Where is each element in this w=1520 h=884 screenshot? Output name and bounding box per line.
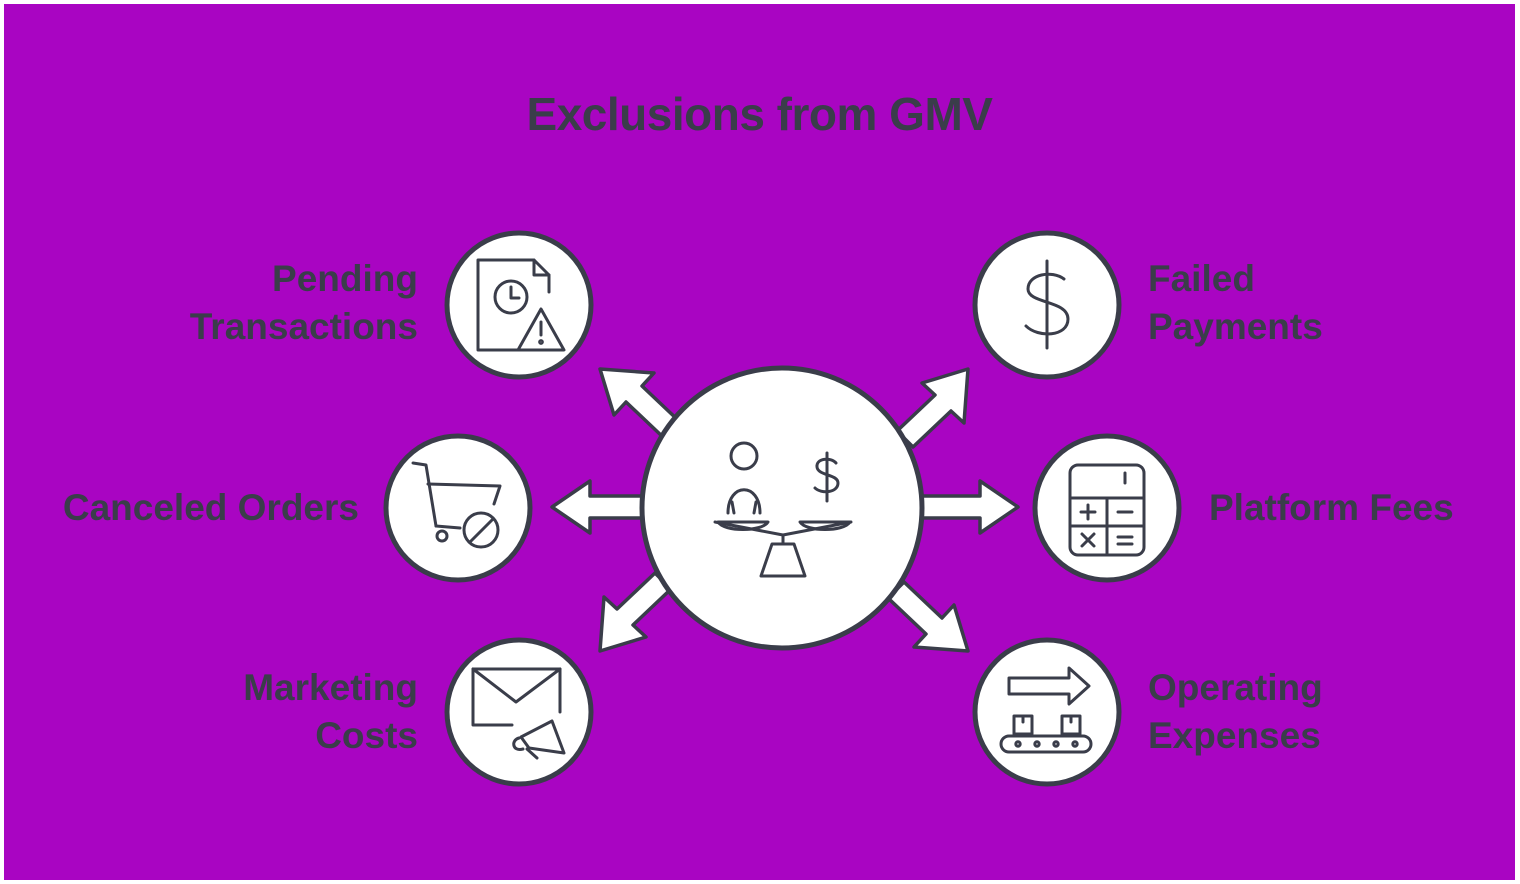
cart-canceled-icon bbox=[411, 461, 502, 549]
diagram-canvas: Exclusions from GMV Pending Transactions… bbox=[4, 4, 1515, 880]
label-failed: Failed Payments bbox=[1148, 255, 1323, 351]
label-pending-line-1: Pending bbox=[272, 258, 418, 299]
label-platform: Platform Fees bbox=[1209, 484, 1454, 532]
label-canceled-line-1: Canceled Orders bbox=[62, 487, 359, 528]
center-circle bbox=[639, 365, 925, 651]
circle-canceled bbox=[383, 433, 533, 583]
circle-marketing bbox=[444, 637, 594, 787]
envelope-megaphone-icon bbox=[471, 667, 566, 760]
label-operating-line-2: Expenses bbox=[1148, 715, 1321, 756]
label-marketing-line-1: Marketing bbox=[243, 667, 418, 708]
label-pending: Pending Transactions bbox=[190, 255, 418, 351]
circle-pending bbox=[444, 230, 594, 380]
circle-operating bbox=[972, 637, 1122, 787]
diagram-graphic bbox=[4, 4, 1515, 880]
label-pending-line-2: Transactions bbox=[189, 306, 418, 347]
diagram-title: Exclusions from GMV bbox=[526, 88, 993, 140]
label-operating: Operating Expenses bbox=[1148, 664, 1323, 760]
label-marketing: Marketing Costs bbox=[243, 664, 418, 760]
label-marketing-line-2: Costs bbox=[315, 715, 418, 756]
dollar-sign-icon bbox=[1024, 259, 1070, 350]
label-platform-line-1: Platform Fees bbox=[1209, 487, 1454, 528]
calculator-icon bbox=[1068, 463, 1146, 557]
conveyor-arrow-icon bbox=[999, 666, 1093, 754]
label-canceled: Canceled Orders bbox=[63, 484, 359, 532]
balance-scale-person-dollar-icon bbox=[713, 441, 853, 578]
label-failed-line-2: Payments bbox=[1148, 306, 1323, 347]
label-failed-line-1: Failed bbox=[1148, 258, 1255, 299]
document-clock-warning-icon bbox=[476, 258, 566, 352]
label-operating-line-1: Operating bbox=[1148, 667, 1323, 708]
